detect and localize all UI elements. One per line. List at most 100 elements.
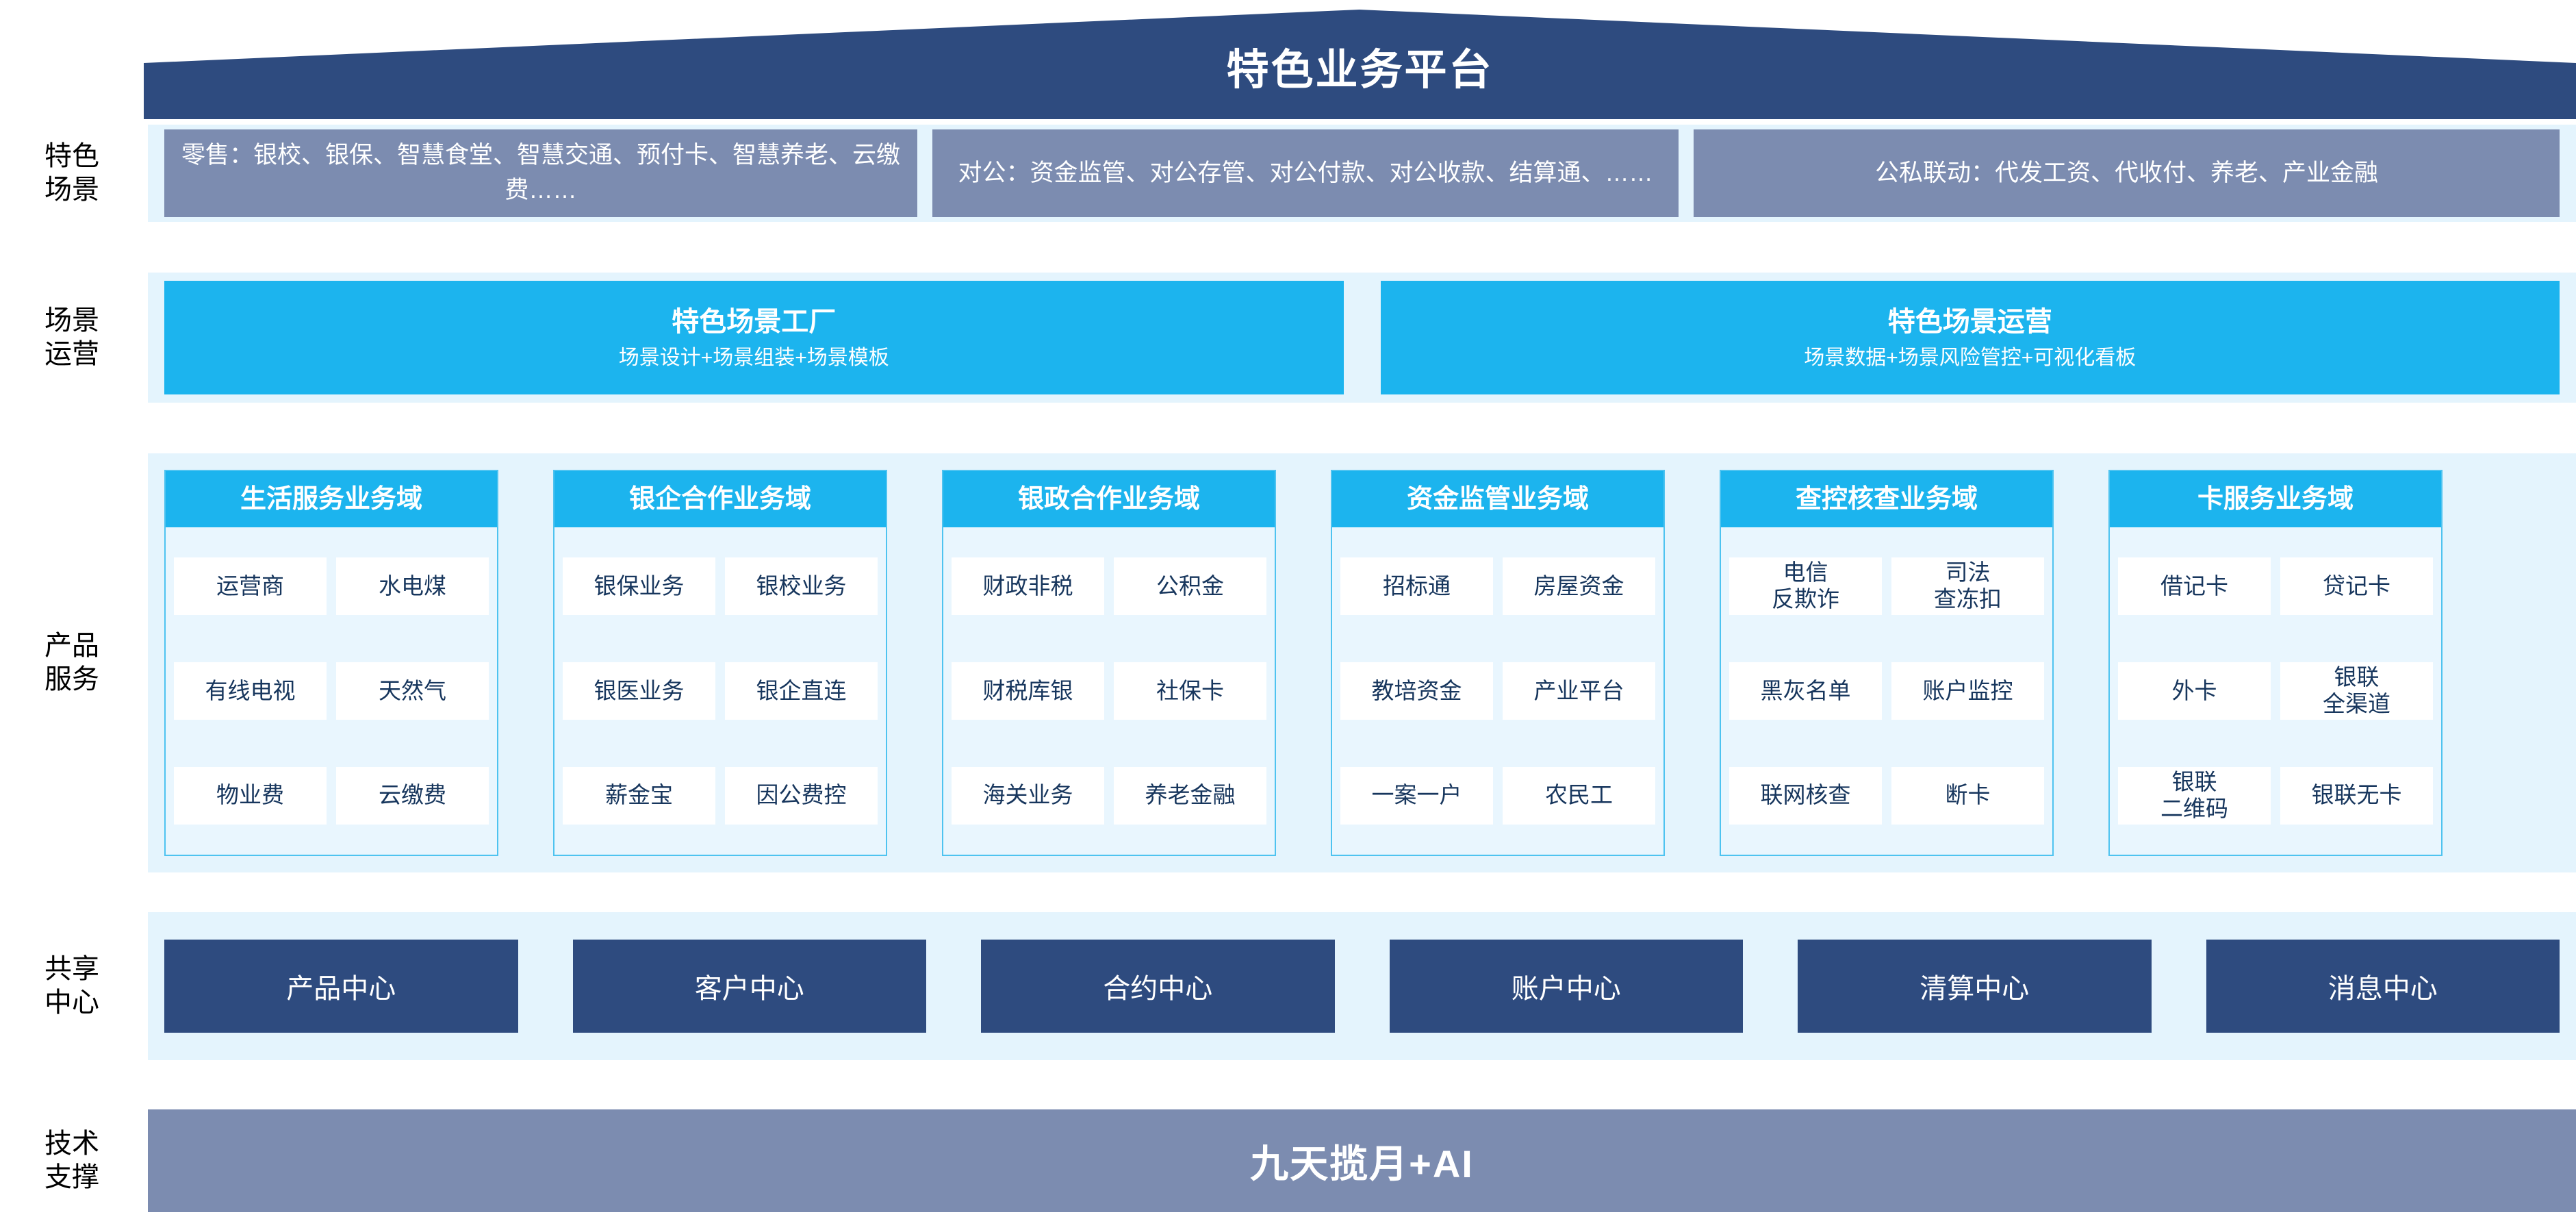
domain-title: 银企合作业务域 — [554, 471, 886, 527]
page-title: 特色业务平台 — [1226, 47, 1494, 94]
domain-item[interactable]: 银企直连 — [725, 662, 878, 720]
domain-row: 有线电视 天然气 — [174, 662, 489, 720]
domain-title: 生活服务业务域 — [166, 471, 497, 527]
scene-box-corporate[interactable]: 对公：资金监管、对公存管、对公付款、对公收款、结算通、…… — [932, 129, 1679, 217]
domain-item[interactable]: 司法 查冻扣 — [1891, 557, 2044, 616]
row-label-product-text: 产品 服务 — [44, 631, 99, 694]
shared-center-contract[interactable]: 合约中心 — [981, 940, 1335, 1033]
domain-item[interactable]: 云缴费 — [336, 766, 489, 825]
domain-item[interactable]: 断卡 — [1891, 766, 2044, 825]
domain-title: 资金监管业务域 — [1332, 471, 1663, 527]
domain-item[interactable]: 有线电视 — [174, 662, 327, 720]
domain-row: 借记卡 贷记卡 — [2118, 557, 2433, 616]
domain-column-bank-government: 银政合作业务域 财政非税 公积金 财税库银 社保卡 海关业务 养老金融 — [942, 470, 1276, 856]
shared-center-customer[interactable]: 客户中心 — [572, 940, 926, 1033]
row-label-tech-support: 技术 支撑 — [0, 1109, 144, 1212]
domain-item[interactable]: 房屋资金 — [1503, 557, 1655, 616]
domain-item[interactable]: 一案一户 — [1340, 766, 1493, 825]
row-label-scene: 特色 场景 — [0, 125, 144, 222]
domain-item[interactable]: 养老金融 — [1114, 766, 1266, 825]
shared-center-account[interactable]: 账户中心 — [1389, 940, 1743, 1033]
row-label-shared-center: 共享 中心 — [0, 912, 144, 1060]
domain-row: 黑灰名单 账户监控 — [1729, 662, 2044, 720]
tech-support-label: 九天揽月+AI — [1250, 1142, 1474, 1185]
domain-items: 借记卡 贷记卡 外卡 银联 全渠道 银联 二维码 银联无卡 — [2110, 527, 2441, 855]
domain-row: 教培资金 产业平台 — [1340, 662, 1655, 720]
domain-item[interactable]: 借记卡 — [2118, 557, 2271, 616]
domain-item[interactable]: 产业平台 — [1503, 662, 1655, 720]
domain-column-card-service: 卡服务业务域 借记卡 贷记卡 外卡 银联 全渠道 银联 二维码 银联无卡 — [2108, 470, 2443, 856]
domain-item[interactable]: 联网核查 — [1729, 766, 1882, 825]
domain-item[interactable]: 水电煤 — [336, 557, 489, 616]
domain-item[interactable]: 运营商 — [174, 557, 327, 616]
domain-item[interactable]: 农民工 — [1503, 766, 1655, 825]
roof-shape — [144, 10, 2576, 119]
domain-items: 运营商 水电煤 有线电视 天然气 物业费 云缴费 — [166, 527, 497, 855]
operation-box-scene-operation[interactable]: 特色场景运营 场景数据+场景风险管控+可视化看板 — [1380, 281, 2560, 394]
domain-row: 银医业务 银企直连 — [563, 662, 878, 720]
domain-item[interactable]: 教培资金 — [1340, 662, 1493, 720]
domain-item[interactable]: 电信 反欺诈 — [1729, 557, 1882, 616]
domain-row: 财政非税 公积金 — [952, 557, 1266, 616]
domain-item[interactable]: 财政非税 — [952, 557, 1104, 616]
product-panel: 生活服务业务域 运营商 水电煤 有线电视 天然气 物业费 云缴费 — [148, 453, 2576, 872]
domain-row: 电信 反欺诈 司法 查冻扣 — [1729, 557, 2044, 616]
row-label-tech-support-text: 技术 支撑 — [44, 1129, 99, 1192]
domain-item[interactable]: 银校业务 — [725, 557, 878, 616]
domain-row: 物业费 云缴费 — [174, 766, 489, 825]
domain-items: 财政非税 公积金 财税库银 社保卡 海关业务 养老金融 — [943, 527, 1275, 855]
domain-item[interactable]: 招标通 — [1340, 557, 1493, 616]
domain-items: 招标通 房屋资金 教培资金 产业平台 一案一户 农民工 — [1332, 527, 1663, 855]
domain-item[interactable]: 贷记卡 — [2280, 557, 2433, 616]
row-label-product: 产品 服务 — [0, 453, 144, 872]
domain-item[interactable]: 银联 二维码 — [2118, 766, 2271, 825]
scene-box-retail[interactable]: 零售：银校、银保、智慧食堂、智慧交通、预付卡、智慧养老、云缴费…… — [164, 129, 917, 217]
domain-title: 银政合作业务域 — [943, 471, 1275, 527]
domain-item[interactable]: 银保业务 — [563, 557, 715, 616]
domain-item[interactable]: 因公费控 — [725, 766, 878, 825]
domain-item[interactable]: 海关业务 — [952, 766, 1104, 825]
operation-title: 特色场景工厂 — [672, 306, 837, 337]
domain-item[interactable]: 账户监控 — [1891, 662, 2044, 720]
scene-box-linkage[interactable]: 公私联动：代发工资、代收付、养老、产业金融 — [1694, 129, 2560, 217]
scene-panel: 零售：银校、银保、智慧食堂、智慧交通、预付卡、智慧养老、云缴费…… 对公：资金监… — [148, 125, 2576, 222]
domain-column-bank-enterprise: 银企合作业务域 银保业务 银校业务 银医业务 银企直连 薪金宝 因公费控 — [553, 470, 887, 856]
domain-column-investigation-control: 查控核查业务域 电信 反欺诈 司法 查冻扣 黑灰名单 账户监控 联网核查 断卡 — [1720, 470, 2054, 856]
tech-support-bar[interactable]: 九天揽月+AI — [148, 1109, 2576, 1212]
domain-item[interactable]: 公积金 — [1114, 557, 1266, 616]
shared-center-panel: 产品中心 客户中心 合约中心 账户中心 清算中心 消息中心 — [148, 912, 2576, 1060]
domain-item[interactable]: 银联无卡 — [2280, 766, 2433, 825]
domain-row: 银联 二维码 银联无卡 — [2118, 766, 2433, 825]
operation-panel: 特色场景工厂 场景设计+场景组装+场景模板 特色场景运营 场景数据+场景风险管控… — [148, 273, 2576, 403]
domain-item[interactable]: 物业费 — [174, 766, 327, 825]
operation-box-scene-factory[interactable]: 特色场景工厂 场景设计+场景组装+场景模板 — [164, 281, 1344, 394]
domain-item[interactable]: 天然气 — [336, 662, 489, 720]
domain-item[interactable]: 银医业务 — [563, 662, 715, 720]
domain-item[interactable]: 财税库银 — [952, 662, 1104, 720]
operation-subtitle: 场景设计+场景组装+场景模板 — [618, 346, 889, 369]
domain-item[interactable]: 银联 全渠道 — [2280, 662, 2433, 720]
domain-row: 运营商 水电煤 — [174, 557, 489, 616]
domain-item[interactable]: 外卡 — [2118, 662, 2271, 720]
domain-row: 薪金宝 因公费控 — [563, 766, 878, 825]
domain-item[interactable]: 薪金宝 — [563, 766, 715, 825]
operation-subtitle: 场景数据+场景风险管控+可视化看板 — [1804, 346, 2137, 369]
domain-items: 银保业务 银校业务 银医业务 银企直连 薪金宝 因公费控 — [554, 527, 886, 855]
domain-title: 查控核查业务域 — [1721, 471, 2052, 527]
domain-row: 银保业务 银校业务 — [563, 557, 878, 616]
domain-row: 联网核查 断卡 — [1729, 766, 2044, 825]
row-label-operation-text: 场景 运营 — [44, 305, 99, 369]
domain-item[interactable]: 黑灰名单 — [1729, 662, 1882, 720]
shared-center-message[interactable]: 消息中心 — [2206, 940, 2560, 1033]
domain-column-fund-supervision: 资金监管业务域 招标通 房屋资金 教培资金 产业平台 一案一户 农民工 — [1331, 470, 1665, 856]
domain-row: 财税库银 社保卡 — [952, 662, 1266, 720]
shared-center-settlement[interactable]: 清算中心 — [1798, 940, 2152, 1033]
domain-column-life-service: 生活服务业务域 运营商 水电煤 有线电视 天然气 物业费 云缴费 — [164, 470, 498, 856]
shared-center-product[interactable]: 产品中心 — [164, 940, 518, 1033]
domain-row: 一案一户 农民工 — [1340, 766, 1655, 825]
domain-title: 卡服务业务域 — [2110, 471, 2441, 527]
domain-row: 海关业务 养老金融 — [952, 766, 1266, 825]
domain-item[interactable]: 社保卡 — [1114, 662, 1266, 720]
operation-title: 特色场景运营 — [1887, 306, 2052, 337]
